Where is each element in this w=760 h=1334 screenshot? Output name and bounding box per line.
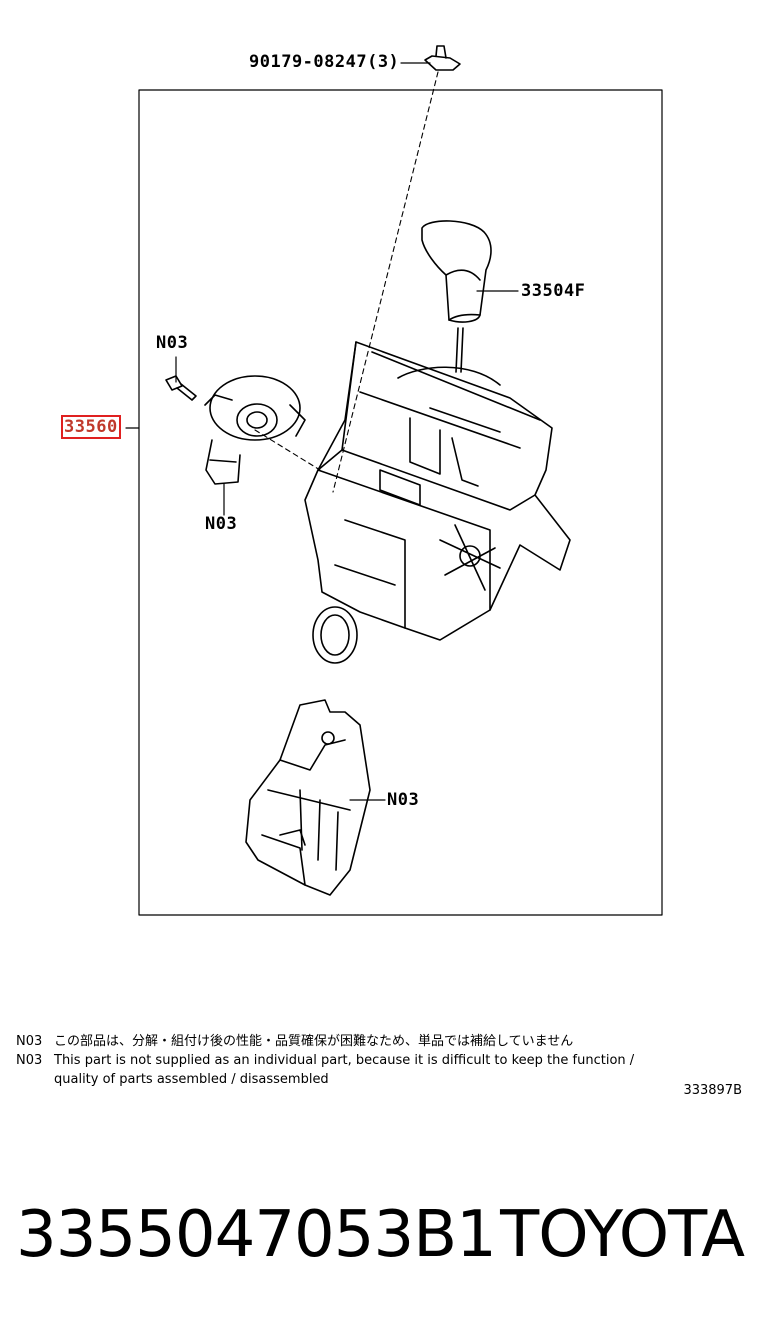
callout-screw-note[interactable]: N03 xyxy=(156,333,189,353)
exploded-view-drawing xyxy=(125,45,663,916)
part-footer: 3355047053B1 TOYOTA xyxy=(16,1190,745,1280)
footnote-continuation: quality of parts assembled / disassemble… xyxy=(54,1072,329,1087)
fastener-clip-drawing xyxy=(424,45,461,71)
leader-lines xyxy=(125,62,519,801)
callout-fastener[interactable]: 90179-08247(3) xyxy=(249,52,400,72)
footnote-code: N03 xyxy=(16,1034,43,1049)
footnotes: N03 この部品は、分解・組付け後の性能・品質確保が困難なため、単品では補給して… xyxy=(16,1032,746,1089)
footnote-text: この部品は、分解・組付け後の性能・品質確保が困難なため、単品では補給していません xyxy=(54,1034,574,1049)
footnote-text: This part is not supplied as an individu… xyxy=(54,1053,635,1068)
footnote-japanese: N03 この部品は、分解・組付け後の性能・品質確保が困難なため、単品では補給して… xyxy=(16,1032,746,1051)
bracket-module-drawing xyxy=(245,699,371,896)
callout-shift-knob[interactable]: 33504F xyxy=(521,281,586,301)
footnote-english: N03 This part is not supplied as an indi… xyxy=(16,1051,746,1070)
shift-knob-drawing xyxy=(421,220,492,373)
assembly-frame xyxy=(138,89,663,916)
callout-sensor-note[interactable]: N03 xyxy=(205,514,238,534)
callout-shift-lever-assembly[interactable]: 33560 xyxy=(61,415,121,439)
assembly-path xyxy=(254,71,439,493)
shift-lever-housing-drawing xyxy=(304,341,571,664)
screw-drawing xyxy=(165,375,197,401)
footnote-code: N03 xyxy=(16,1053,43,1068)
figure-id: 333897B xyxy=(683,1083,742,1098)
position-sensor-drawing xyxy=(204,375,306,485)
callout-bracket-note[interactable]: N03 xyxy=(387,790,420,810)
brand-name: TOYOTA xyxy=(500,1198,745,1272)
parts-diagram: 90179-08247(3) 33504F 33560 N03 N03 N03 xyxy=(61,45,663,916)
part-number: 3355047053B1 xyxy=(16,1198,497,1272)
